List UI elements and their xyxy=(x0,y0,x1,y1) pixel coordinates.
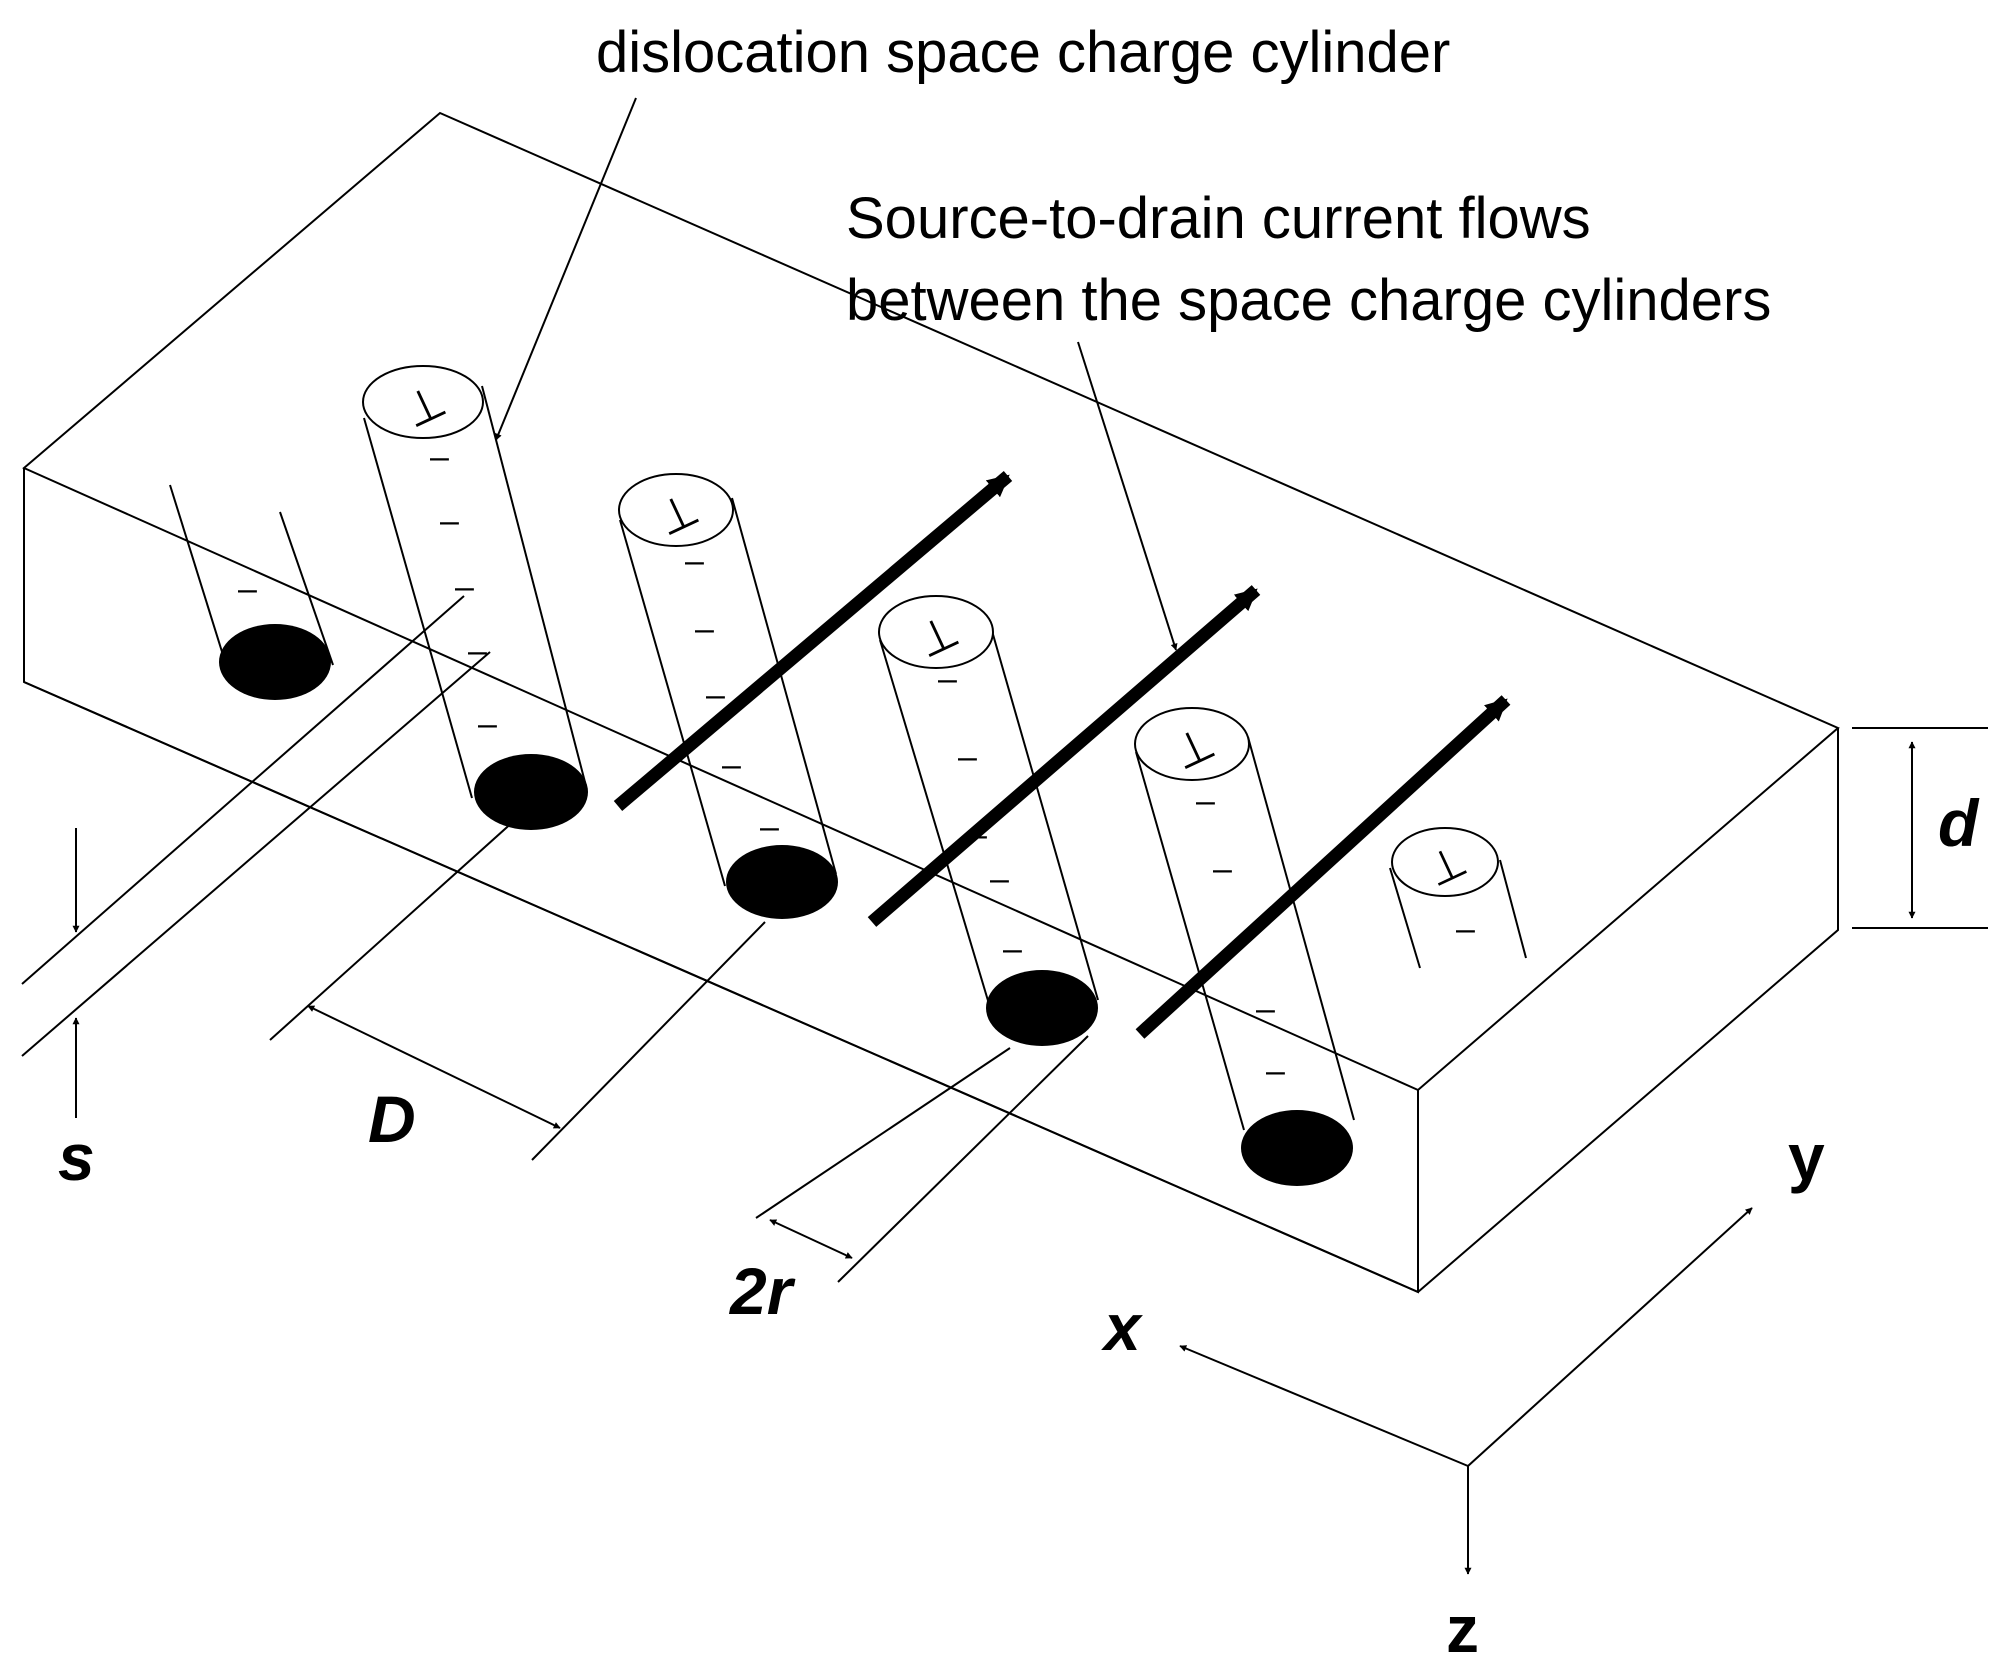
dimension-2r xyxy=(755,1035,1089,1283)
label-cylinder: dislocation space charge cylinder xyxy=(596,20,1450,85)
charge-sign: – xyxy=(440,502,459,540)
axis-label-x: x xyxy=(1101,1290,1143,1364)
label-s: s xyxy=(58,1120,95,1194)
dislocation-cylinder-partial-left: – xyxy=(169,484,334,700)
axis-label-z: z xyxy=(1446,1592,1479,1666)
dislocation-cylinder-5: ⊥ – xyxy=(1389,827,1527,969)
charge-sign: – xyxy=(685,542,704,580)
dislocation-cylinder-2: ⊥ – – – – – xyxy=(618,473,838,919)
dislocation-cylinder-4: ⊥ – – – – xyxy=(1134,707,1355,1186)
dislocation-core xyxy=(219,624,331,700)
charge-sign: – xyxy=(938,660,957,698)
current-flow-arrows xyxy=(613,471,1511,1039)
charge-sign: – xyxy=(1213,850,1232,888)
dislocation-core xyxy=(474,754,588,830)
charge-sign: – xyxy=(1003,930,1022,968)
label-2r: 2r xyxy=(728,1254,796,1328)
coordinate-axes xyxy=(1179,1207,1753,1575)
charge-sign: – xyxy=(430,438,449,476)
label-D: D xyxy=(368,1082,416,1156)
charge-sign: – xyxy=(1266,1052,1285,1090)
label-d: d xyxy=(1938,786,1980,860)
charge-sign: – xyxy=(958,738,977,776)
charge-sign: – xyxy=(990,860,1009,898)
charge-sign: – xyxy=(478,705,497,743)
axis-y-arrow xyxy=(1467,1207,1753,1467)
slab-front-edge xyxy=(23,681,1419,1293)
dislocation-cylinder-1: ⊥ – – – – – xyxy=(362,365,588,830)
slab-right-face xyxy=(1417,728,1839,1293)
label-current-line1: Source-to-drain current flows xyxy=(846,186,1591,251)
axis-label-y: y xyxy=(1788,1120,1825,1194)
charge-sign: – xyxy=(1456,910,1475,948)
current-arrow-3 xyxy=(1135,695,1511,1039)
charge-sign: – xyxy=(695,610,714,648)
dislocation-cylinder-3: ⊥ – – – – – xyxy=(878,595,1099,1046)
charge-sign: – xyxy=(722,746,741,784)
dimension-s xyxy=(21,595,491,1118)
dislocation-core xyxy=(1241,1110,1353,1186)
charge-sign: – xyxy=(468,632,487,670)
charge-sign: – xyxy=(706,676,725,714)
slab-front-face xyxy=(23,468,1419,1294)
dimension-D xyxy=(269,819,766,1161)
charge-sign: – xyxy=(238,570,257,608)
leader-cylinder xyxy=(495,97,637,441)
dislocation-core xyxy=(986,970,1098,1046)
charge-sign: – xyxy=(1196,782,1215,820)
charge-sign: – xyxy=(760,808,779,846)
charge-sign: – xyxy=(455,568,474,606)
charge-sign: – xyxy=(1256,990,1275,1028)
axis-x-arrow xyxy=(1179,1345,1469,1467)
dislocation-core xyxy=(726,845,838,919)
label-current-line2: between the space charge cylinders xyxy=(846,268,1771,333)
current-arrow-2 xyxy=(867,585,1261,927)
current-arrow-1 xyxy=(613,471,1013,811)
dimension-d xyxy=(1852,727,1988,929)
leader-current xyxy=(1077,341,1178,651)
